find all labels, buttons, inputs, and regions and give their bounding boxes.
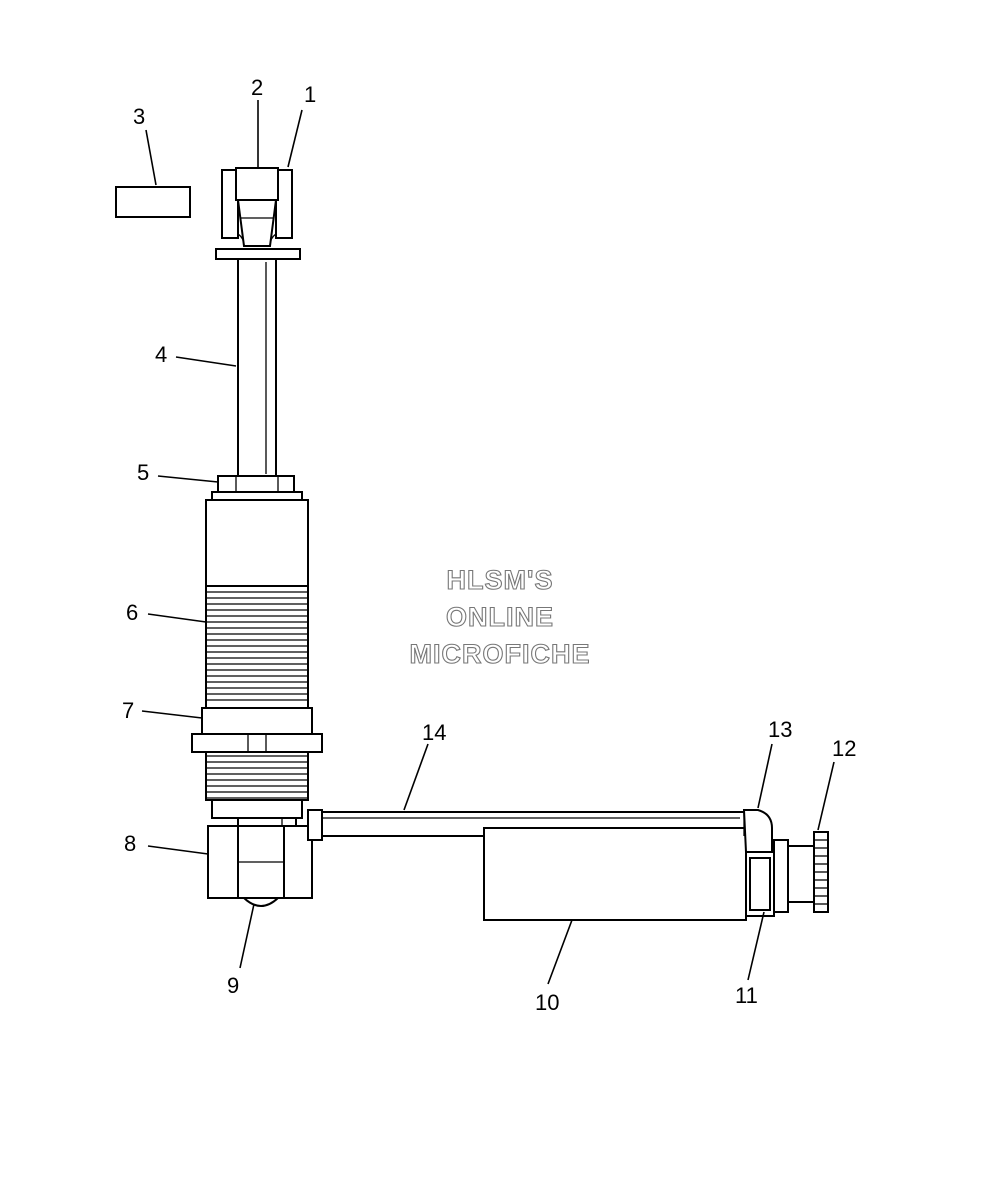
- watermark-line-2: ONLINE: [446, 602, 554, 632]
- callout-4: 4: [155, 342, 167, 367]
- callout-9: 9: [227, 973, 239, 998]
- part-12-knob: [787, 831, 829, 913]
- part-5-nut: [217, 475, 295, 493]
- part-7-hex-collar: [191, 707, 323, 819]
- callout-2: 2: [251, 75, 263, 100]
- callout-14: 14: [422, 720, 446, 745]
- callout-8: 8: [124, 831, 136, 856]
- watermark-line-1: HLSM'S: [447, 565, 554, 595]
- callouts: 1 2 3 4 5 6 7 8 9 10 11 12 13 14: [122, 75, 856, 1015]
- callout-10: 10: [535, 990, 559, 1015]
- leader-lines: [141, 100, 835, 985]
- callout-12: 12: [832, 736, 856, 761]
- part-13-end-block: [742, 809, 773, 853]
- watermark: HLSM'S ONLINE MICROFICHE: [409, 564, 591, 669]
- callout-11: 11: [735, 983, 758, 1008]
- part-8-9-lower-fitting: [207, 817, 313, 907]
- part-3-block: [115, 186, 191, 218]
- callout-3: 3: [133, 104, 145, 129]
- part-1-2-top-connector: [215, 167, 301, 260]
- part-10-cylinder: [483, 827, 747, 921]
- part-6-threaded-body: [205, 491, 309, 709]
- watermark-line-3: MICROFICHE: [410, 639, 591, 669]
- callout-1: 1: [304, 82, 316, 107]
- callout-5: 5: [137, 460, 149, 485]
- part-4-tube: [237, 258, 277, 477]
- callout-7: 7: [122, 698, 134, 723]
- callout-6: 6: [126, 600, 138, 625]
- part-11-coupling: [745, 839, 789, 917]
- callout-13: 13: [768, 717, 792, 742]
